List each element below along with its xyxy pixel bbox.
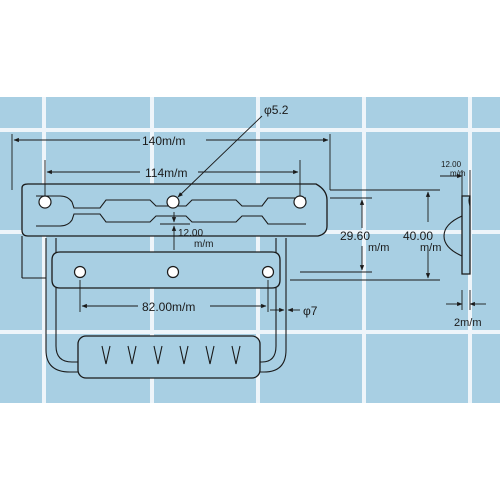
offset-12-label: 12.00 [178,228,203,239]
side-view [440,170,486,310]
side-offset-unit: m/m [450,169,466,178]
handle-hole-left [73,265,87,279]
hole-spacing-label: 114m/m [145,166,187,180]
overall-width-label: 140m/m [142,134,185,148]
dimension-lines [11,115,440,313]
handle-bail [45,238,287,373]
height-29-label: 29.60 [340,229,370,243]
rod-diameter-label: φ7 [303,304,318,318]
thickness-label: 2m/m [454,317,482,329]
mounting-hole-right [293,195,307,209]
handle-hole-right [261,265,275,279]
handle-grip [77,335,261,379]
handle-hole-center [166,265,180,279]
handle-hole-spacing-label: 82.00m/m [142,300,195,314]
side-offset-label: 12.00 [441,160,462,169]
height-40-label: 40.00 [403,229,433,243]
mounting-hole-center [166,195,180,209]
hole-diameter-label: φ5.2 [264,103,289,117]
offset-12-unit: m/m [194,239,213,250]
height-40-unit: m/m [420,242,441,254]
mounting-hole-left [38,195,52,209]
height-29-unit: m/m [368,242,389,254]
mounting-plate [21,183,328,279]
